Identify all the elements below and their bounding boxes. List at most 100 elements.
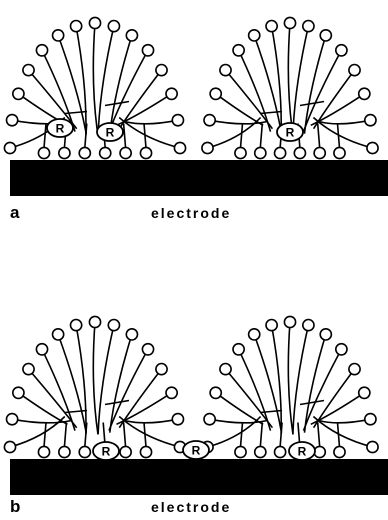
core-tail — [105, 401, 129, 405]
surfactant-headgroup — [349, 65, 360, 76]
surfactant-tail — [29, 369, 77, 428]
surfactant-tail — [18, 393, 67, 425]
surfactant-headgroup — [71, 320, 82, 331]
surfactant-tail — [314, 70, 355, 129]
panel-b-electrode-label: electrode — [151, 499, 231, 515]
surfactant-headgroup — [79, 446, 90, 457]
panel-a-electrode-label: electrode — [151, 205, 231, 221]
surfactant-headgroup — [140, 147, 151, 158]
core-tail — [105, 102, 129, 106]
surfactant-tail — [76, 26, 86, 135]
surfactant-headgroup — [294, 147, 305, 158]
surfactant-headgroup — [359, 88, 370, 99]
micelle-b-left — [4, 316, 185, 457]
surfactant-headgroup — [220, 65, 231, 76]
surfactant-tail — [119, 70, 161, 129]
surfactant-tail — [318, 423, 320, 448]
surfactant-tail — [125, 419, 178, 423]
surfactant-tail — [144, 124, 146, 149]
surfactant-tail — [318, 124, 320, 149]
surfactant-headgroup — [210, 387, 221, 398]
surfactant-headgroup — [255, 446, 266, 457]
surfactant-headgroup — [233, 45, 244, 56]
surfactant-headgroup — [108, 320, 119, 331]
surfactant-headgroup — [284, 17, 295, 28]
surfactant-tail — [93, 23, 98, 136]
surfactant-headgroup — [38, 147, 49, 158]
surfactant-headgroup — [303, 320, 314, 331]
surfactant-headgroup — [202, 142, 213, 153]
surfactant-headgroup — [59, 446, 70, 457]
core-tail — [300, 102, 324, 106]
surfactant-headgroup — [367, 441, 378, 452]
surfactant-tail — [226, 70, 273, 129]
surfactant-tail — [272, 325, 282, 434]
surfactant-tail — [260, 124, 262, 149]
surfactant-tail — [119, 369, 161, 428]
surfactant-headgroup — [204, 115, 215, 126]
surfactant-headgroup — [23, 364, 34, 375]
surfactant-headgroup — [320, 329, 331, 340]
surfactant-headgroup — [336, 344, 347, 355]
surfactant-headgroup — [79, 147, 90, 158]
surfactant-headgroup — [174, 142, 185, 153]
core-tail — [260, 411, 282, 413]
surfactant-headgroup — [275, 446, 286, 457]
surfactant-headgroup — [36, 45, 47, 56]
molecule-r-b3: R — [289, 442, 315, 460]
surfactant-headgroup — [349, 364, 360, 375]
surfactant-tail — [338, 423, 340, 448]
surfactant-headgroup — [249, 30, 260, 41]
surfactant-headgroup — [210, 88, 221, 99]
panel-a-label: a — [10, 203, 19, 223]
surfactant-tail — [76, 325, 86, 434]
surfactant-tail — [311, 94, 365, 126]
surfactant-tail — [241, 423, 243, 448]
panel-b-label: b — [10, 497, 20, 517]
surfactant-headgroup — [334, 446, 345, 457]
surfactant-headgroup — [140, 446, 151, 457]
surfactant-tail — [288, 23, 293, 136]
svg-text:R: R — [56, 122, 65, 136]
surfactant-tail — [319, 120, 371, 124]
surfactant-headgroup — [255, 147, 266, 158]
surfactant-headgroup — [266, 21, 277, 32]
surfactant-headgroup — [233, 344, 244, 355]
surfactant-tail — [311, 393, 365, 425]
surfactant-headgroup — [38, 446, 49, 457]
surfactant-headgroup — [36, 344, 47, 355]
surfactant-headgroup — [142, 45, 153, 56]
surfactant-headgroup — [204, 414, 215, 425]
surfactant-tail — [314, 369, 355, 428]
surfactant-headgroup — [108, 21, 119, 32]
svg-text:R: R — [298, 445, 307, 459]
surfactant-tail — [226, 369, 273, 428]
surfactant-tail — [241, 124, 243, 149]
surfactant-headgroup — [71, 21, 82, 32]
molecule-r-b2: R — [183, 441, 209, 459]
surfactant-tail — [144, 423, 146, 448]
surfactant-headgroup — [126, 30, 137, 41]
molecule-r-a1: R — [47, 119, 73, 137]
surfactant-headgroup — [53, 30, 64, 41]
surfactant-headgroup — [235, 147, 246, 158]
surfactant-headgroup — [367, 142, 378, 153]
surfactant-tail — [216, 94, 264, 126]
surfactant-tail — [124, 423, 126, 448]
surfactant-tail — [338, 124, 340, 149]
surfactant-headgroup — [23, 65, 34, 76]
surfactant-headgroup — [4, 142, 15, 153]
svg-text:R: R — [192, 444, 201, 458]
surfactant-tail — [288, 322, 293, 435]
surfactant-headgroup — [53, 329, 64, 340]
surfactant-headgroup — [220, 364, 231, 375]
surfactant-tail — [272, 26, 282, 135]
electrode-bar-a — [10, 160, 388, 196]
molecule-r-b1: R — [93, 442, 119, 460]
surfactant-headgroup — [7, 115, 18, 126]
surfactant-headgroup — [284, 316, 295, 327]
surfactant-headgroup — [172, 115, 183, 126]
surfactant-headgroup — [4, 441, 15, 452]
surfactant-tail — [260, 423, 262, 448]
